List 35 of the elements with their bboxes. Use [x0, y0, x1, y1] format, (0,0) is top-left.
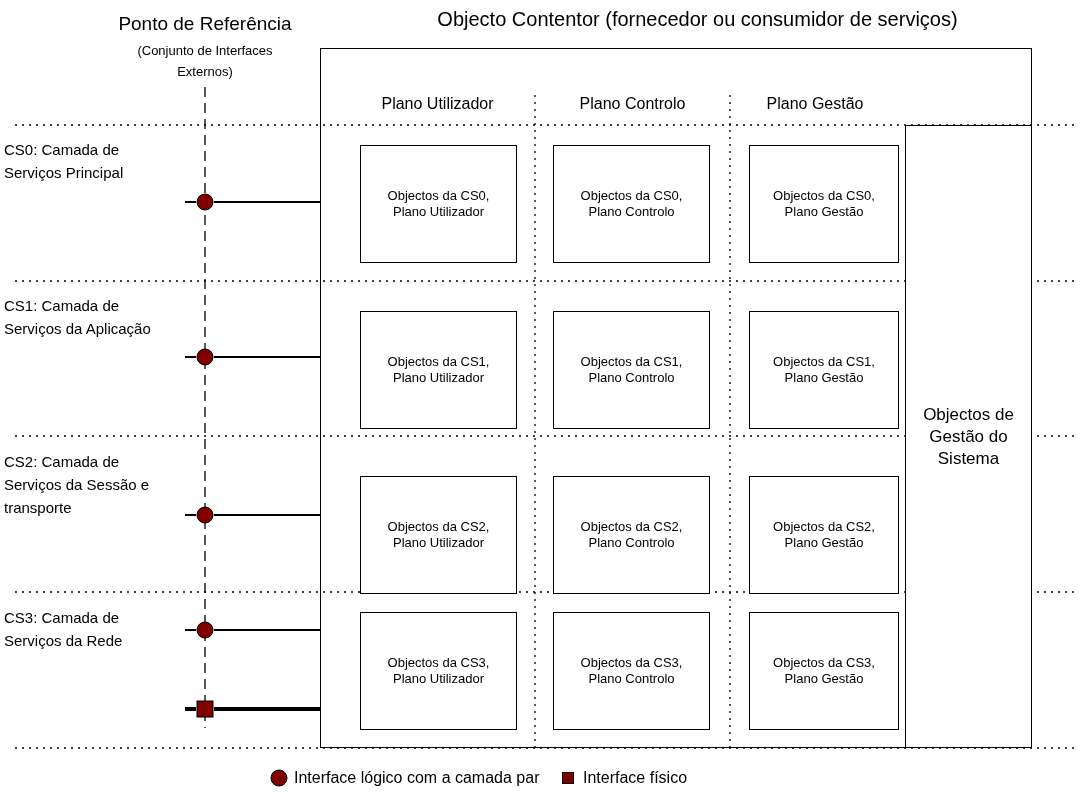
object-box: Objectos da CS1, Plano Utilizador: [360, 311, 517, 429]
object-box: Objectos da CS0, Plano Controlo: [553, 145, 710, 263]
interface-line: [213, 201, 321, 203]
layer-label: CS1: Camada de Serviços da Aplicação: [4, 296, 152, 339]
interface-square: [196, 700, 214, 718]
object-box: Objectos da CS1, Plano Controlo: [553, 311, 710, 429]
object-box: Objectos da CS1, Plano Gestão: [749, 311, 899, 429]
interface-circle: [196, 506, 214, 524]
interface-line: [213, 514, 321, 516]
interface-line: [213, 629, 321, 631]
object-box: Objectos da CS0, Plano Gestão: [749, 145, 899, 263]
interface-circle: [196, 621, 214, 639]
column-header: Plano Gestão: [765, 94, 865, 114]
object-box: Objectos da CS2, Plano Controlo: [553, 476, 710, 594]
object-box: Objectos da CS2, Plano Gestão: [749, 476, 899, 594]
interface-line: [213, 356, 321, 358]
layer-label: CS3: Camada de Serviços da Rede: [4, 608, 124, 651]
object-box: Objectos da CS2, Plano Utilizador: [360, 476, 517, 594]
container-title: Objecto Contentor (fornecedor ou consumidor de serviços): [436, 8, 959, 31]
reference-point-title: Ponto de Referência: [117, 12, 293, 36]
interface-line: [214, 707, 320, 711]
object-box: Objectos da CS3, Plano Utilizador: [360, 612, 517, 730]
column-header: Plano Controlo: [578, 94, 687, 114]
object-box: Objectos da CS3, Plano Controlo: [553, 612, 710, 730]
layer-label: CS0: Camada de Serviços Principal: [4, 140, 125, 183]
column-header: Plano Utilizador: [380, 94, 495, 114]
layer-label: CS2: Camada de Serviços da Sessão e transporte: [4, 452, 151, 518]
object-box: Objectos da CS3, Plano Gestão: [749, 612, 899, 730]
legend-text: Interface físico: [583, 768, 688, 788]
legend-text: Interface lógico com a camada par: [294, 768, 540, 788]
object-box: Objectos da CS0, Plano Utilizador: [360, 145, 517, 263]
interface-circle: [196, 348, 214, 366]
interface-circle: [196, 193, 214, 211]
reference-point-subtitle: (Conjunto de Interfaces Externos): [136, 42, 274, 81]
object-box: Objectos de Gestão do Sistema: [905, 125, 1032, 748]
